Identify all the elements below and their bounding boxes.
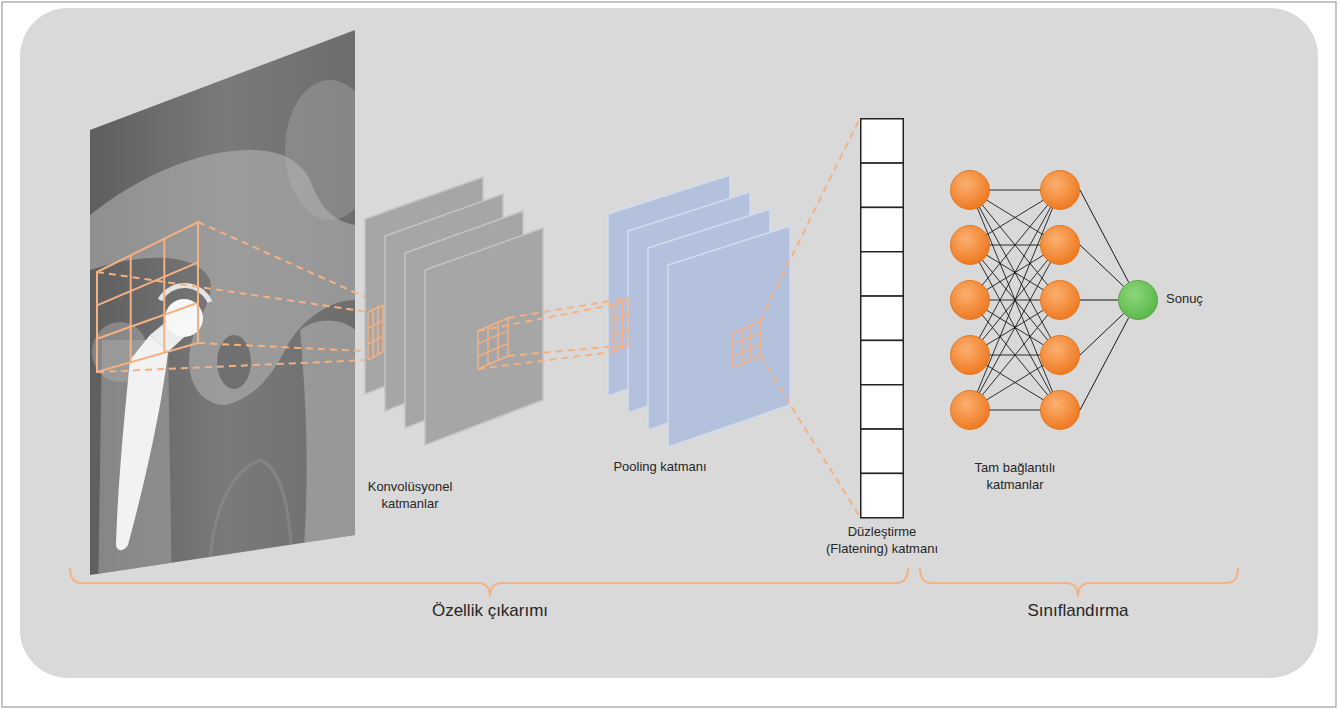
layer-label: Tam bağlantılı katmanlar <box>965 460 1065 494</box>
neuron <box>1041 336 1080 375</box>
fully-connected-layers-shape <box>950 170 1080 430</box>
filter-grid <box>368 305 383 360</box>
neuron <box>951 281 990 320</box>
layer-label: Düzleştirme (Flatening) katmanı <box>817 524 947 558</box>
soft-tissue <box>210 460 292 560</box>
section-brackets <box>70 568 1238 597</box>
neuron <box>1041 281 1080 320</box>
layer-label: Sonuç <box>1166 291 1256 308</box>
vector-cell <box>861 385 904 429</box>
feature-map <box>668 226 790 447</box>
layer-label: Pooling katmanı <box>590 459 730 476</box>
pooling-layer-stack: Pooling katmanı <box>608 175 790 447</box>
output-neuron-shape <box>1118 280 1158 320</box>
vector-cell <box>861 473 904 517</box>
hip-xray-image <box>80 20 375 600</box>
vector-cell <box>861 252 904 296</box>
image-grid <box>97 222 198 372</box>
filter-grid <box>478 318 508 369</box>
background-panel <box>20 8 1318 678</box>
obturator-foramen <box>217 335 251 389</box>
conv-layer-stack: Konvolüsyonel katmanlar <box>365 177 543 445</box>
neuron <box>1041 226 1080 265</box>
filter-grid <box>733 321 760 368</box>
vector-cell <box>861 296 904 340</box>
vector-cell <box>861 207 904 251</box>
neuron <box>951 171 990 210</box>
section-label: Sınıflandırma <box>968 600 1188 622</box>
flatten-vector: Düzleştirme (Flatening) katmanı <box>860 118 904 517</box>
section-label: Özellik çıkarımı <box>360 600 620 622</box>
neuron <box>1041 391 1080 430</box>
output-circle <box>1119 281 1158 320</box>
flatten-vector-shape <box>860 118 904 517</box>
neuron <box>951 391 990 430</box>
vector-cell <box>861 119 904 163</box>
feature-map <box>425 228 543 445</box>
conv-layer-stack-shape <box>365 177 543 445</box>
vector-cell <box>861 163 904 207</box>
layer-label: Konvolüsyonel katmanlar <box>355 479 465 513</box>
projection-lines <box>97 222 383 372</box>
right-femur <box>300 321 355 560</box>
pooling-layer-stack-shape <box>608 175 790 447</box>
vector-cell <box>861 429 904 473</box>
vector-cell <box>861 340 904 384</box>
implant-stem <box>116 335 168 550</box>
filter-grid <box>612 298 628 352</box>
neuron <box>1041 171 1080 210</box>
neuron <box>951 226 990 265</box>
neuron <box>951 336 990 375</box>
fully-connected-layers: Tam bağlantılı katmanlar <box>950 170 1080 430</box>
output-neuron: Sonuç <box>1118 280 1158 320</box>
